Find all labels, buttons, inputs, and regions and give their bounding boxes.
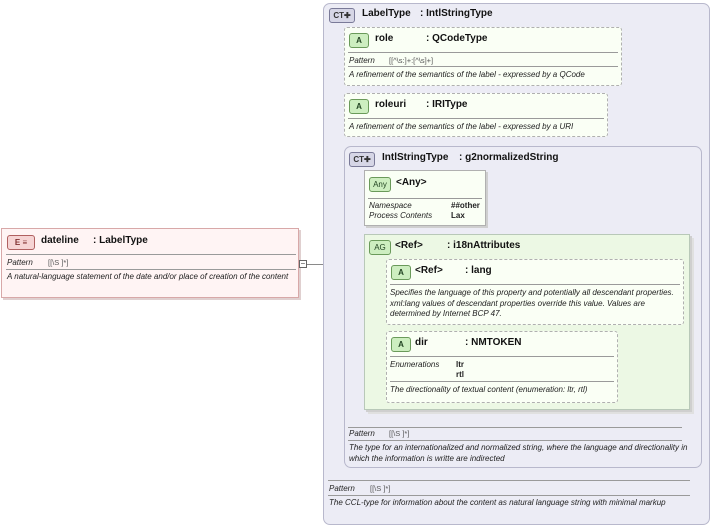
role-description: A refinement of the semantics of the lab…: [349, 70, 585, 79]
dateline-element-box[interactable]: E ≡ dateline : LabelType Pattern [[\S ]*…: [1, 228, 299, 298]
lang-name: <Ref>: [415, 265, 443, 276]
dir-attribute-box[interactable]: A dir : NMTOKEN Enumerations ltr rtl The…: [386, 331, 618, 403]
lang-description: Specifies the language of this property …: [390, 288, 674, 318]
divider: [390, 381, 614, 382]
lang-type: : lang: [465, 265, 492, 276]
divider: [390, 356, 614, 357]
intlstring-description: The type for an internationalized and no…: [349, 443, 688, 463]
divider: [6, 269, 296, 270]
complex-type-icon: CT✚: [349, 152, 375, 167]
labeltype-pattern-label: Pattern: [329, 484, 355, 493]
attribute-icon: A: [391, 337, 411, 352]
dir-name: dir: [415, 337, 428, 348]
role-name: role: [375, 33, 394, 44]
divider: [348, 440, 682, 441]
namespace-value: ##other: [451, 201, 480, 210]
i18n-name: <Ref>: [395, 240, 423, 251]
pattern-label: Pattern: [7, 258, 33, 267]
divider: [348, 52, 618, 53]
role-pattern-label: Pattern: [349, 56, 375, 65]
role-pattern-value: [[^\s:]+:[^\s]+]: [389, 56, 434, 65]
enum-value-ltr: ltr: [456, 360, 464, 369]
connector-root-to-labeltype: [307, 264, 323, 265]
labeltype-type: : IntlStringType: [420, 8, 493, 19]
attribute-group-icon: AG: [369, 240, 391, 255]
element-name: dateline: [41, 235, 79, 246]
any-element-box[interactable]: Any <Any> Namespace ##other Process Cont…: [364, 170, 486, 226]
intlstring-pattern-label: Pattern: [349, 429, 375, 438]
intlstring-name: IntlStringType: [382, 152, 449, 163]
divider: [348, 427, 682, 428]
intlstring-type: : g2normalizedString: [459, 152, 559, 163]
divider: [328, 480, 690, 481]
element-description: A natural-language statement of the date…: [7, 272, 289, 281]
any-name: <Any>: [396, 177, 427, 188]
role-type: : QCodeType: [426, 33, 488, 44]
labeltype-name: LabelType: [362, 8, 411, 19]
complex-type-icon: CT✚: [329, 8, 355, 23]
pattern-value: [[\S ]*]: [48, 258, 69, 267]
i18n-type: : i18nAttributes: [447, 240, 521, 251]
lang-attribute-box[interactable]: A <Ref> : lang Specifies the language of…: [386, 259, 684, 325]
roleuri-description: A refinement of the semantics of the lab…: [349, 122, 574, 131]
element-icon: E ≡: [7, 235, 35, 250]
enumerations-label: Enumerations: [390, 360, 440, 369]
process-contents-value: Lax: [451, 211, 465, 220]
divider: [328, 495, 690, 496]
roleuri-attribute-box[interactable]: A roleuri : IRIType A refinement of the …: [344, 93, 608, 137]
dir-description: The directionality of textual content (e…: [390, 385, 588, 394]
role-attribute-box[interactable]: A role : QCodeType Pattern [[^\s:]+:[^\s…: [344, 27, 622, 86]
divider: [6, 254, 296, 255]
intlstring-pattern-value: [[\S ]*]: [389, 429, 410, 438]
divider: [348, 66, 618, 67]
roleuri-name: roleuri: [375, 99, 407, 110]
process-contents-label: Process Contents: [369, 211, 433, 220]
attribute-icon: A: [349, 33, 369, 48]
attribute-icon: A: [349, 99, 369, 114]
enum-value-rtl: rtl: [456, 370, 464, 379]
namespace-label: Namespace: [369, 201, 412, 210]
labeltype-pattern-value: [[\S ]*]: [370, 484, 391, 493]
any-icon: Any: [369, 177, 391, 192]
divider: [368, 198, 482, 199]
divider: [390, 284, 680, 285]
attribute-icon: A: [391, 265, 411, 280]
divider: [348, 118, 604, 119]
element-type: : LabelType: [93, 235, 148, 246]
roleuri-type: : IRIType: [426, 99, 468, 110]
collapse-toggle-icon[interactable]: –: [299, 260, 307, 268]
dir-type: : NMTOKEN: [465, 337, 522, 348]
labeltype-description: The CCL-type for information about the c…: [329, 498, 666, 507]
